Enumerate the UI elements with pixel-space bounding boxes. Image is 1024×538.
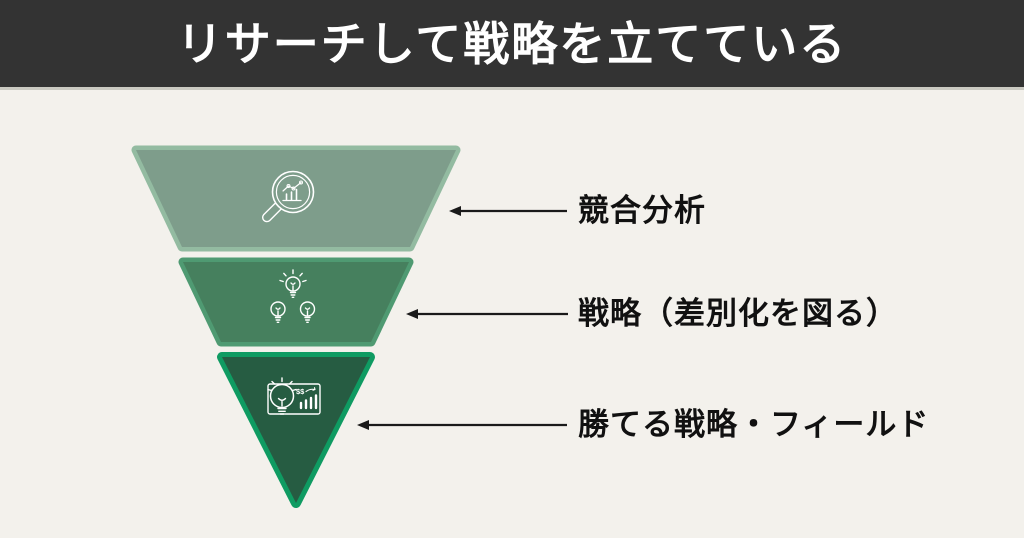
arrow-head-icon	[406, 309, 418, 319]
label-competitor-analysis: 競合分析	[578, 193, 706, 228]
funnel-level-3-shape	[217, 352, 375, 508]
pointer-arrow-2	[406, 309, 568, 319]
arrow-head-icon	[449, 206, 461, 216]
funnel-level-1	[131, 145, 461, 252]
funnel-level-3: $$	[217, 352, 375, 508]
pointer-arrow-1	[449, 206, 567, 216]
pointer-arrow-3	[357, 420, 567, 430]
magnifier-chart-icon	[262, 170, 315, 223]
lightbulbs-icon	[270, 269, 316, 323]
label-strategy-differentiation: 戦略（差別化を図る）	[578, 296, 898, 331]
header-bar: リサーチして戦略を立てている	[0, 0, 1024, 90]
bulb-profit-chart-icon	[267, 377, 321, 415]
page-title: リサーチして戦略を立てている	[176, 17, 848, 70]
arrow-head-icon	[357, 420, 369, 430]
icon-dollar-text: $$	[296, 387, 305, 396]
funnel-level-2-shape	[178, 257, 414, 347]
label-winning-strategy-field: 勝てる戦略・フィールド	[578, 407, 930, 442]
funnel-level-2	[178, 257, 414, 347]
